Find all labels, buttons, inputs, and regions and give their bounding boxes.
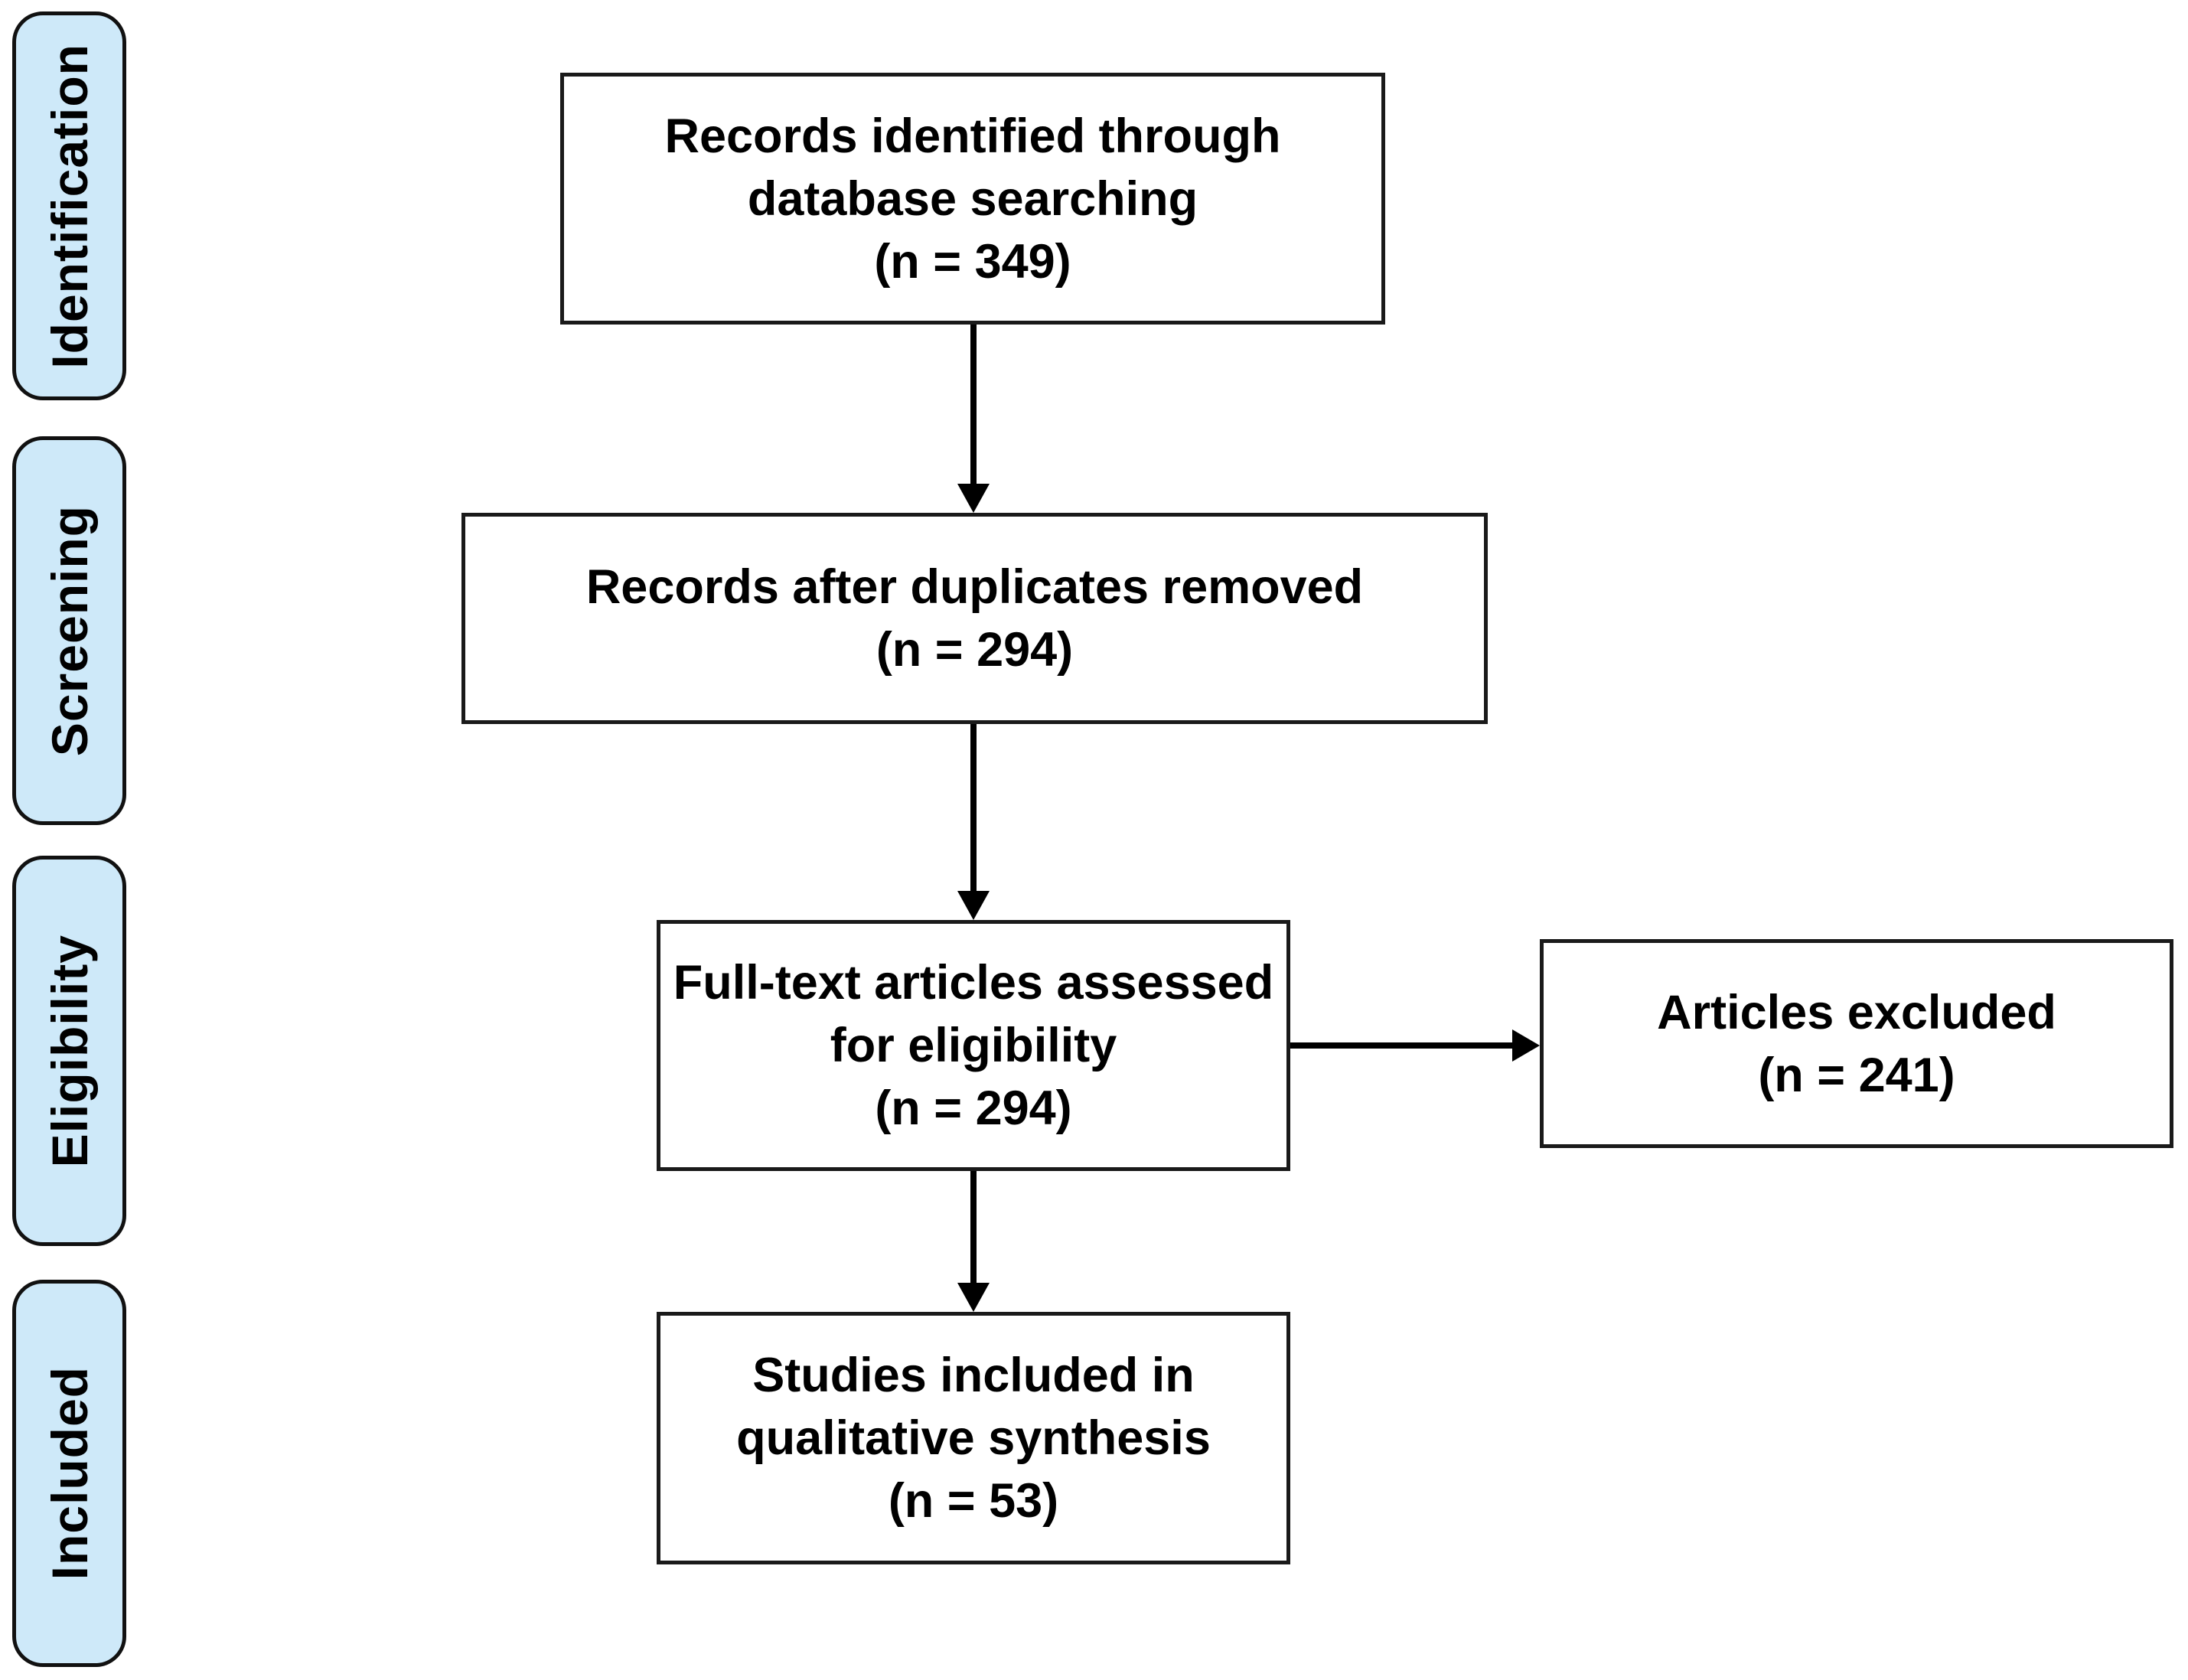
- box-studies-included-line1: Studies included in: [752, 1349, 1195, 1402]
- box-fulltext-assessed: Full-text articles assessed for eligibil…: [657, 920, 1290, 1171]
- stage-screening-label: Screening: [41, 504, 98, 757]
- box-articles-excluded-count: (n = 241): [1758, 1048, 1955, 1102]
- box-articles-excluded-line1: Articles excluded: [1657, 985, 2056, 1039]
- arrow-down-icon: [957, 484, 990, 513]
- box-records-identified-line1: Records identified through: [664, 109, 1281, 163]
- box-studies-included: Studies included in qualitative synthesi…: [657, 1312, 1290, 1564]
- stage-screening: Screening: [12, 436, 126, 825]
- arrow-duplicates-to-fulltext-line: [970, 724, 977, 894]
- box-records-after-duplicates: Records after duplicates removed (n = 29…: [461, 513, 1488, 724]
- box-fulltext-assessed-count: (n = 294): [875, 1081, 1072, 1135]
- arrow-right-icon: [1512, 1029, 1540, 1062]
- box-fulltext-assessed-line1: Full-text articles assessed: [673, 956, 1274, 1010]
- arrow-fulltext-to-excluded-line: [1290, 1042, 1515, 1049]
- box-records-after-duplicates-count: (n = 294): [876, 623, 1074, 677]
- box-fulltext-assessed-line2: for eligibility: [830, 1019, 1117, 1072]
- arrow-down-icon: [957, 1283, 990, 1312]
- box-records-identified-line2: database searching: [747, 171, 1198, 226]
- stage-eligibility: Eligibility: [12, 856, 126, 1246]
- arrow-identified-to-duplicates-line: [970, 325, 977, 487]
- arrow-down-icon: [957, 891, 990, 920]
- box-articles-excluded: Articles excluded (n = 241): [1540, 939, 2173, 1148]
- arrow-fulltext-to-included-line: [970, 1171, 977, 1286]
- box-records-identified-count: (n = 349): [874, 234, 1071, 289]
- stage-identification-label: Identification: [41, 43, 98, 369]
- stage-included-label: Included: [41, 1366, 98, 1581]
- box-studies-included-line2: qualitative synthesis: [736, 1411, 1211, 1465]
- box-studies-included-count: (n = 53): [888, 1474, 1059, 1528]
- box-records-after-duplicates-line1: Records after duplicates removed: [585, 560, 1364, 614]
- stage-included: Included: [12, 1280, 126, 1667]
- stage-eligibility-label: Eligibility: [41, 934, 98, 1168]
- box-records-identified: Records identified through database sear…: [560, 73, 1385, 325]
- stage-identification: Identification: [12, 11, 126, 400]
